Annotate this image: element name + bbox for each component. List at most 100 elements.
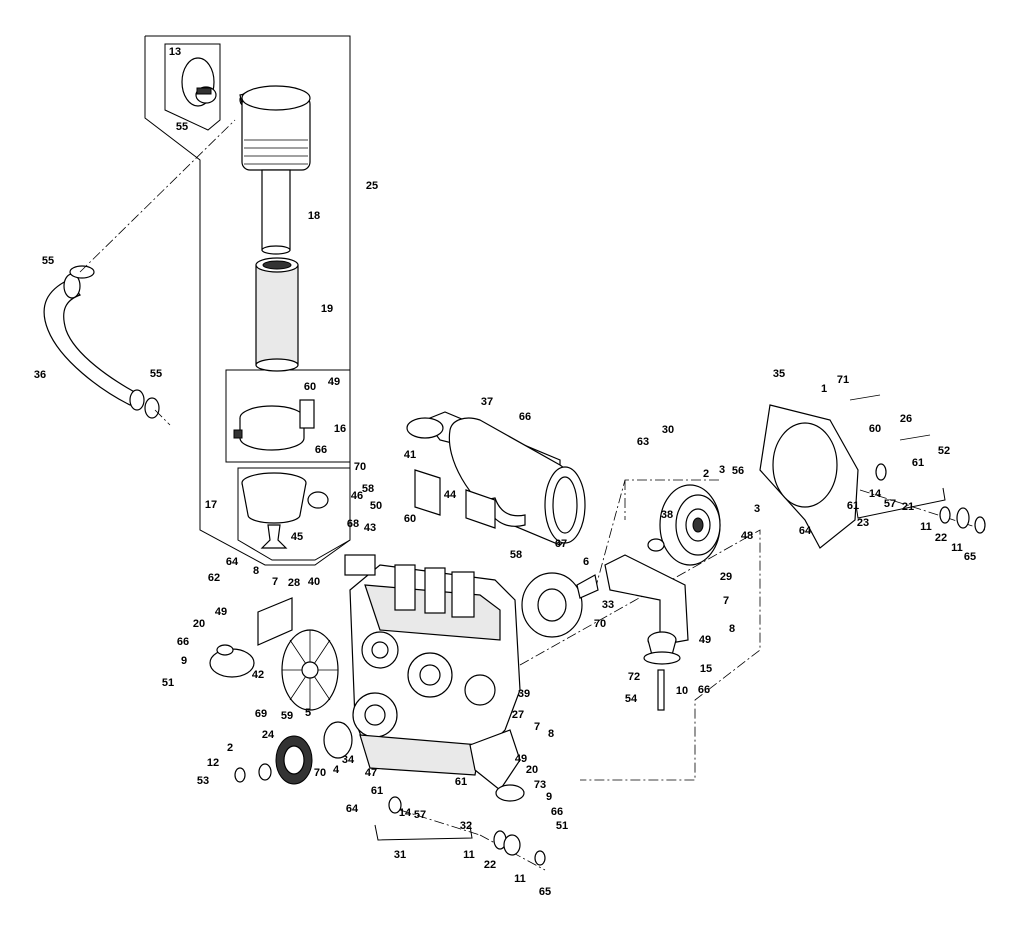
callout-55: 55 <box>150 368 162 380</box>
callout-8: 8 <box>548 728 554 740</box>
cooling-fan-42 <box>281 629 339 711</box>
callout-18: 18 <box>308 210 320 222</box>
callout-20: 20 <box>526 764 538 776</box>
callout-19: 19 <box>321 303 333 315</box>
mount-bracket-29 <box>604 554 689 646</box>
callout-21: 21 <box>902 501 914 513</box>
callout-57: 57 <box>414 809 426 821</box>
dust-cup-17 <box>241 472 329 549</box>
callout-37: 37 <box>481 396 493 408</box>
callout-65: 65 <box>964 551 976 563</box>
callout-35: 35 <box>773 368 785 380</box>
callout-61: 61 <box>455 776 467 788</box>
callout-5: 5 <box>305 707 311 719</box>
callout-14: 14 <box>399 807 412 819</box>
group-brackets <box>374 487 946 841</box>
electric-clutch-48 <box>647 484 721 566</box>
callout-60: 60 <box>869 423 881 435</box>
callout-71: 71 <box>837 374 849 386</box>
callout-6: 6 <box>583 556 589 568</box>
callout-25: 25 <box>366 180 378 192</box>
callout-60: 60 <box>404 513 416 525</box>
callout-30: 30 <box>662 424 674 436</box>
callout-23: 23 <box>857 517 869 529</box>
callout-54: 54 <box>625 693 638 705</box>
callout-10: 10 <box>676 685 688 697</box>
callout-39: 39 <box>518 688 530 700</box>
callout-49: 49 <box>699 634 711 646</box>
callout-41: 41 <box>404 449 416 461</box>
callout-61: 61 <box>912 457 924 469</box>
callout-9: 9 <box>546 791 552 803</box>
callout-69: 69 <box>255 708 267 720</box>
callout-24: 24 <box>262 729 275 741</box>
callout-66: 66 <box>698 684 710 696</box>
callout-49: 49 <box>328 376 340 388</box>
callout-17: 17 <box>205 499 217 511</box>
callout-11: 11 <box>920 521 932 533</box>
callout-45: 45 <box>291 531 303 543</box>
callout-58: 58 <box>362 483 374 495</box>
callout-8: 8 <box>729 623 735 635</box>
callout-70: 70 <box>354 461 366 473</box>
clutch-shield-35 <box>759 404 859 549</box>
callout-63: 63 <box>637 436 649 448</box>
callout-51: 51 <box>162 677 174 689</box>
callout-65: 65 <box>539 886 551 898</box>
callout-42: 42 <box>252 669 264 681</box>
callout-3: 3 <box>719 464 725 476</box>
callout-64: 64 <box>226 556 239 568</box>
callout-7: 7 <box>534 721 540 733</box>
callout-66: 66 <box>177 636 189 648</box>
callout-47: 47 <box>365 767 377 779</box>
callout-3: 3 <box>754 503 760 515</box>
hose-clamp-13 <box>181 57 217 107</box>
callout-31: 31 <box>394 849 406 861</box>
callout-32: 32 <box>460 820 472 832</box>
callout-22: 22 <box>935 532 947 544</box>
callout-72: 72 <box>628 671 640 683</box>
callout-27: 27 <box>512 709 524 721</box>
callout-22: 22 <box>484 859 496 871</box>
callout-1: 1 <box>821 383 827 395</box>
callout-66: 66 <box>551 806 563 818</box>
callout-2: 2 <box>703 468 709 480</box>
callout-28: 28 <box>288 577 300 589</box>
callout-52: 52 <box>938 445 950 457</box>
callout-62: 62 <box>208 572 220 584</box>
callout-56: 56 <box>732 465 744 477</box>
callout-8: 8 <box>253 565 259 577</box>
callout-36: 36 <box>34 369 46 381</box>
callout-68: 68 <box>347 518 359 530</box>
callout-53: 53 <box>197 775 209 787</box>
callout-43: 43 <box>364 522 376 534</box>
callout-11: 11 <box>951 542 963 554</box>
engine-mount-left <box>209 597 293 678</box>
callout-33: 33 <box>602 599 614 611</box>
callout-7: 7 <box>272 576 278 588</box>
engine-mount-27 <box>469 729 525 802</box>
callout-20: 20 <box>193 618 205 630</box>
callout-16: 16 <box>334 423 346 435</box>
callout-64: 64 <box>799 525 812 537</box>
callout-14: 14 <box>869 488 882 500</box>
callout-55: 55 <box>42 255 54 267</box>
callout-55: 55 <box>176 121 188 133</box>
callout-66: 66 <box>315 444 327 456</box>
callout-4: 4 <box>333 764 340 776</box>
callout-49: 49 <box>515 753 527 765</box>
hardware-right <box>234 394 986 866</box>
callout-60: 60 <box>304 381 316 393</box>
callout-2: 2 <box>227 742 233 754</box>
air-cleaner-housing <box>239 85 311 255</box>
air-cleaner-group-frame <box>144 35 351 566</box>
isolator-15 <box>643 631 681 711</box>
callout-40: 40 <box>308 576 320 588</box>
callout-51: 51 <box>556 820 568 832</box>
callout-26: 26 <box>900 413 912 425</box>
mounting-band-16 <box>233 399 315 451</box>
filter-element-19 <box>255 257 299 372</box>
callout-11: 11 <box>514 873 526 885</box>
callout-44: 44 <box>444 489 457 501</box>
